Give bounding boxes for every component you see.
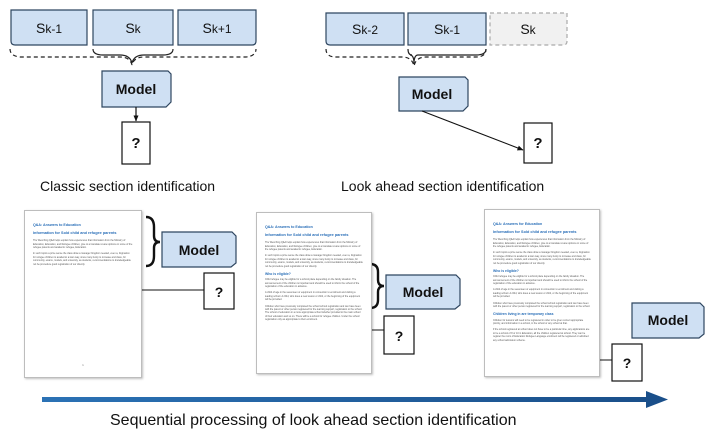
document-paragraph: The Wenching Q&A helps explain how exper… [33, 239, 133, 249]
model-box: Model [385, 274, 461, 310]
document-title: Information for Sold child and refugee p… [33, 230, 117, 235]
output-label: ? [623, 355, 632, 371]
model-box: Model [101, 70, 172, 108]
output-box: ? [383, 315, 415, 355]
output-box: ? [611, 343, 643, 382]
document-paragraph: Children who have previously completed t… [493, 301, 591, 308]
sequential-step-1: Model ? [93, 215, 237, 310]
document-title: Information for Sold child and refugee p… [493, 229, 577, 234]
model-box: Model [161, 231, 237, 268]
document-heading: Q&A: Answers to Education [265, 225, 313, 229]
sequential-step-2: Model ? [317, 262, 461, 355]
section-block-sk: Sk [92, 9, 174, 46]
document-paragraph: Children for lessons will need to be reg… [493, 318, 584, 325]
document-page-1: Q&A: Answers to Education Information fo… [24, 210, 142, 378]
lookahead-diagram: Sk-2 Sk-1 Sk Model ? [325, 12, 568, 164]
document-paragraph: Child refugee may be eligible for a scho… [265, 278, 360, 288]
output-label: ? [131, 135, 140, 152]
section-block-sk-1: Sk-1 [407, 12, 487, 46]
section-brace [369, 262, 385, 310]
document-heading: Q&A: Answers for Education [493, 222, 543, 226]
output-label: ? [395, 328, 404, 344]
section-label: Sk-1 [434, 21, 460, 37]
document-paragraph: The Wenching Q&A helps explain how exper… [493, 238, 589, 248]
output-box: ? [203, 272, 235, 310]
document-subheading: Children living in are temporary class [493, 312, 554, 317]
model-label: Model [179, 242, 219, 258]
section-label: Sk-2 [352, 21, 378, 37]
lookahead-caption: Look ahead section identification [341, 178, 545, 194]
context-brace-inner [92, 48, 174, 64]
output-box: ? [523, 122, 553, 164]
output-label: ? [215, 284, 224, 300]
document-page-2: Q&A: Answers to Education Information fo… [256, 212, 372, 374]
sequential-progress-arrow [42, 391, 668, 408]
document-subheading: Who is eligible? [265, 271, 291, 276]
sequential-caption: Sequential processing of look ahead sect… [110, 412, 517, 429]
document-paragraph: Children who have previously completed t… [265, 304, 363, 322]
model-label: Model [116, 81, 156, 97]
section-label: Sk+1 [202, 20, 231, 36]
model-box: Model [631, 302, 705, 339]
document-subheading: Who is eligible? [493, 268, 519, 273]
document-paragraph: In such topics a price sense the class d… [265, 254, 363, 268]
context-brace [325, 48, 487, 67]
section-block-sk-1: Sk-1 [10, 9, 88, 46]
classic-diagram: Sk-1 Sk Sk+1 Model ? [9, 9, 257, 165]
output-box: ? [121, 121, 151, 165]
section-label: Sk-1 [36, 20, 62, 36]
document-title: Information for Sold child and refugee p… [265, 232, 349, 237]
model-box: Model [398, 76, 469, 112]
document-paragraph: If the school registered at school does … [493, 328, 590, 342]
classic-caption: Classic section identification [40, 178, 216, 194]
page-number: 1 [82, 363, 84, 367]
section-block-sk-future: Sk [489, 12, 568, 46]
sequential-step-3: Model ? [547, 302, 705, 382]
context-brace-inner [407, 48, 487, 65]
document-page-3: Q&A: Answers for Education Information f… [484, 209, 600, 377]
section-label: Sk [520, 21, 536, 37]
document-paragraph: In such topics a price sense the class d… [493, 251, 591, 265]
section-label: Sk [125, 20, 141, 36]
section-block-sk-2: Sk-2 [325, 12, 405, 46]
model-label: Model [412, 86, 452, 102]
model-label: Model [648, 312, 688, 328]
document-paragraph: Child refugee may be eligible for a scho… [493, 275, 588, 285]
section-brace [145, 215, 161, 268]
document-paragraph: The Wenching Q&A helps explain how exper… [265, 241, 361, 251]
model-label: Model [403, 284, 443, 300]
document-paragraph: In such topics a price sense the class d… [33, 252, 131, 266]
document-heading: Q&A: Answers to Education [33, 223, 81, 227]
document-paragraph: A child of age in the seventeen or equip… [265, 291, 361, 302]
section-block-sk+1: Sk+1 [177, 9, 257, 46]
document-paragraph: A child of age in the seventeen or equip… [493, 288, 589, 299]
output-label: ? [533, 135, 542, 152]
context-brace [9, 48, 257, 66]
model-to-output-arrow [421, 110, 524, 151]
